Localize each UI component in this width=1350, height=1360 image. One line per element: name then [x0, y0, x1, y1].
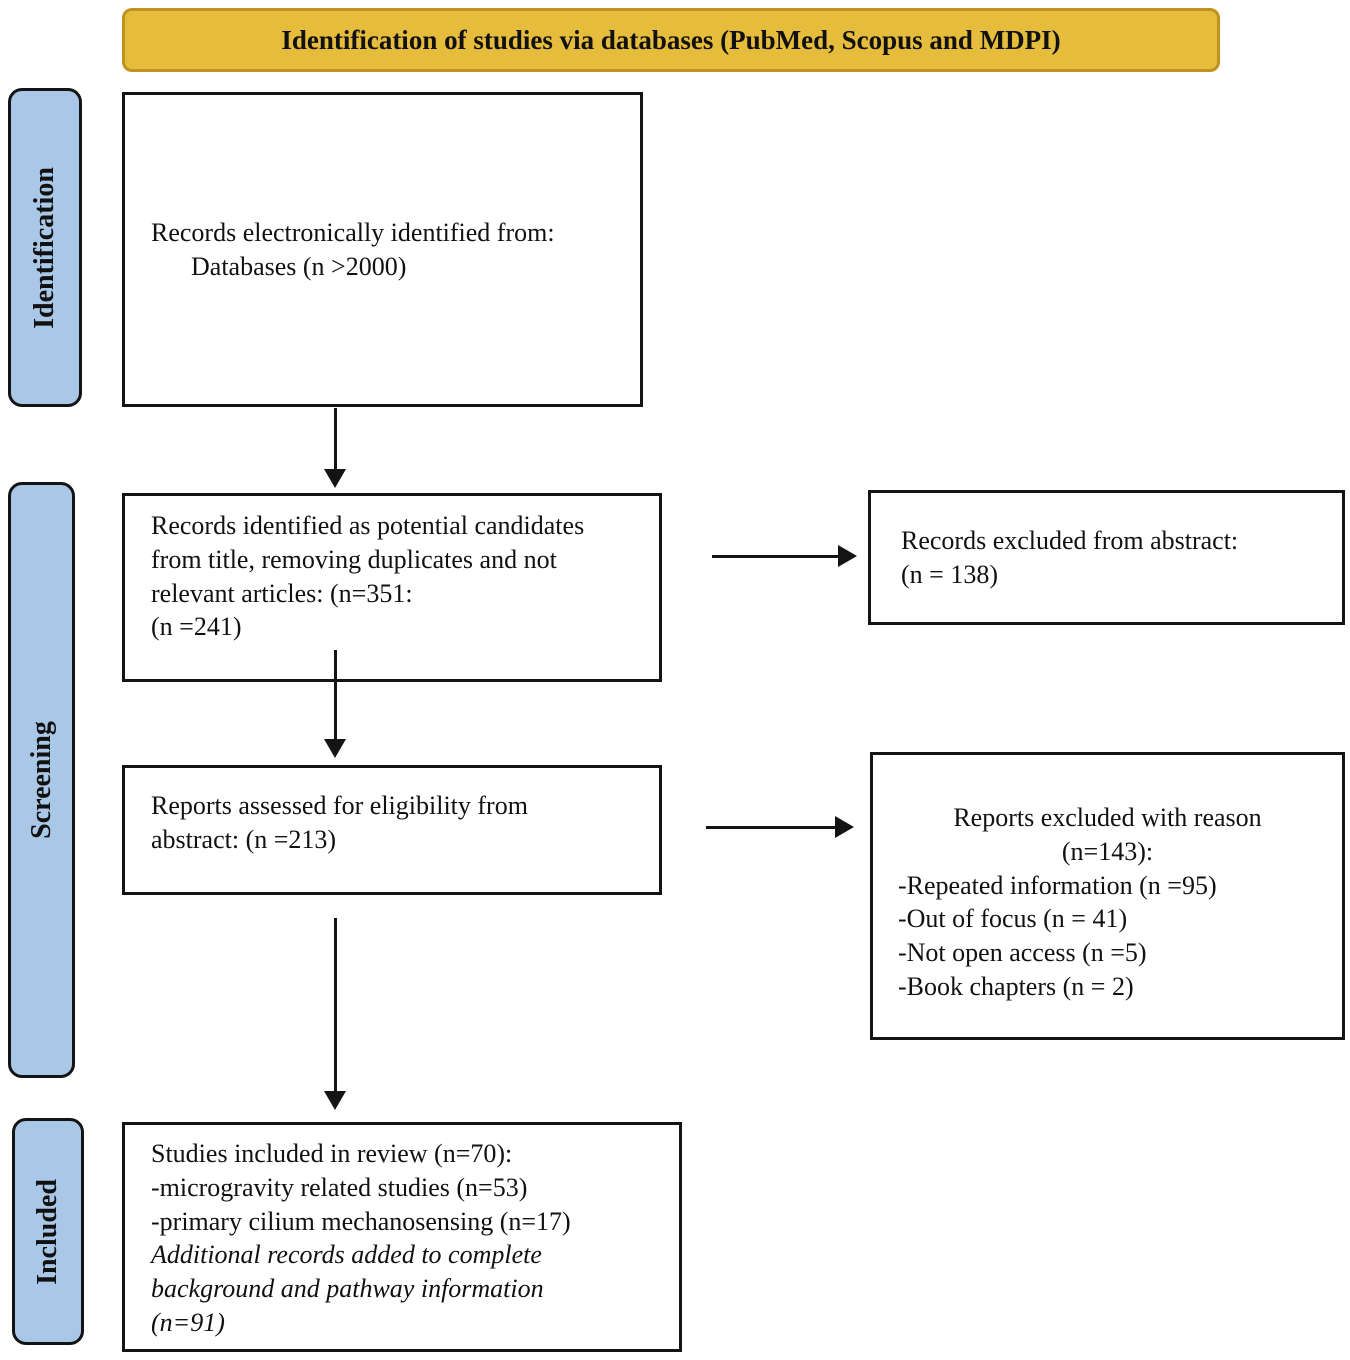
arrow-head-down-icon [324, 469, 346, 488]
arrow-eligibility-to-included [323, 918, 347, 1110]
arrow-shaft [333, 918, 337, 1091]
box-candidates-line: from title, removing duplicates and not [151, 544, 557, 574]
box-included-note-line: Additional records added to complete [151, 1240, 542, 1270]
box-included-note-line: background and pathway information [151, 1274, 544, 1304]
diagram-title-banner: Identification of studies via databases … [122, 8, 1220, 72]
arrow-head-down-icon [324, 739, 346, 758]
arrow-candidates-to-eligibility [323, 650, 347, 758]
box-eligibility-line: Reports assessed for eligibility from [151, 791, 528, 820]
arrow-shaft [706, 825, 835, 829]
box-included-line: -primary cilium mechanosensing (n=17) [151, 1206, 571, 1236]
box-excluded-abstract-line: (n = 138) [901, 559, 998, 589]
stage-label-included: Included [12, 1118, 84, 1345]
box-excluded-reason-count: (n=143): [1061, 836, 1154, 866]
box-records-excluded-abstract: Records excluded from abstract: (n = 138… [868, 490, 1345, 625]
box-excluded-reason-item: -Book chapters (n = 2) [898, 971, 1134, 1001]
arrow-candidates-to-excluded-abstract [712, 544, 857, 568]
arrow-shaft [712, 554, 838, 558]
box-eligibility-line: abstract: (n =213) [151, 824, 337, 854]
box-excluded-reason-heading: Reports excluded with reason [953, 803, 1262, 832]
box-included-line: Studies included in review (n=70): [151, 1139, 513, 1168]
stage-label-included-text: Included [32, 1178, 64, 1285]
stage-label-identification: Identification [8, 88, 82, 407]
box-records-identified: Records electronically identified from: … [122, 92, 643, 407]
box-candidates-line: (n =241) [151, 612, 242, 642]
arrow-head-right-icon [835, 816, 854, 838]
box-excluded-abstract-line: Records excluded from abstract: [901, 525, 1239, 555]
box-excluded-reason-item: -Not open access (n =5) [898, 938, 1147, 968]
arrow-head-down-icon [324, 1091, 346, 1110]
arrow-head-right-icon [838, 545, 857, 567]
box-records-line: Records electronically identified from: [151, 217, 555, 247]
box-included-note-line: (n=91) [151, 1307, 225, 1337]
box-excluded-reason-item: -Repeated information (n =95) [898, 870, 1217, 900]
box-records-line: Databases (n >2000) [191, 251, 407, 281]
box-reports-assessed: Reports assessed for eligibility from ab… [122, 765, 662, 895]
stage-label-screening-text: Screening [25, 721, 57, 839]
arrow-shaft [333, 650, 337, 739]
stage-label-identification-text: Identification [29, 166, 60, 329]
arrow-shaft [333, 408, 337, 469]
box-excluded-reason-item: -Out of focus (n = 41) [898, 904, 1128, 934]
box-studies-included: Studies included in review (n=70): -micr… [122, 1122, 682, 1352]
stage-label-screening: Screening [8, 482, 75, 1078]
box-reports-excluded-reason: Reports excluded with reason (n=143): -R… [870, 752, 1345, 1040]
box-candidate-records: Records identified as potential candidat… [122, 493, 662, 682]
box-candidates-line: relevant articles: (n=351: [151, 578, 413, 608]
box-included-line: -microgravity related studies (n=53) [151, 1172, 528, 1202]
arrow-eligibility-to-excluded-reason [706, 815, 854, 839]
diagram-title: Identification of studies via databases … [281, 24, 1061, 55]
box-candidates-line: Records identified as potential candidat… [151, 511, 585, 540]
arrow-records-to-candidates [323, 408, 347, 488]
